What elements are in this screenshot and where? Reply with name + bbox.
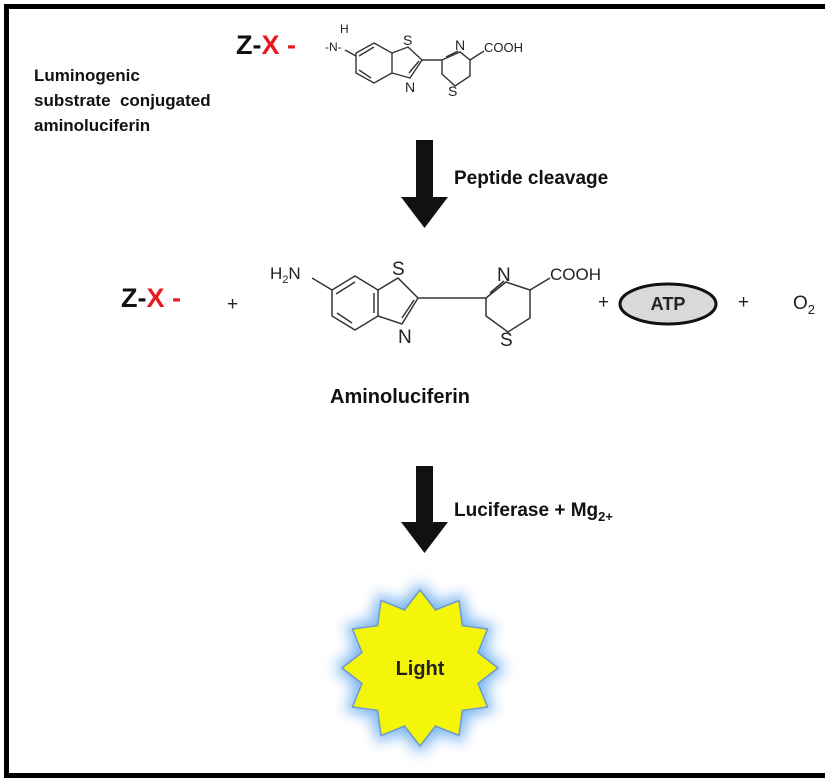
- top-thiazole-double-bond: [408, 60, 420, 74]
- mid-z-letter: Z: [121, 283, 138, 313]
- mid-benzene-ring: [331, 275, 379, 331]
- luciferase-label-sub: 2+: [598, 508, 613, 524]
- mid-n-atom-1: N: [398, 327, 412, 348]
- mid-cooh-bond: [529, 277, 551, 291]
- aminoluciferin-name: Aminoluciferin: [330, 386, 471, 408]
- top-thiazoline-ring: [441, 51, 471, 87]
- arrow-luciferase: [401, 466, 448, 553]
- plus-sign-2: +: [598, 292, 610, 313]
- mid-thiazole-ring: [377, 277, 419, 325]
- substrate-label-line3: aminoluciferin: [34, 116, 151, 135]
- mid-s-atom-2: S: [500, 330, 513, 351]
- mid-cooh-group: COOH: [550, 265, 601, 284]
- plus-sign-3: +: [738, 292, 750, 313]
- mid-molecule-structure: [311, 275, 551, 333]
- plus-sign-1: +: [227, 294, 239, 315]
- top-nh-bond: [344, 49, 357, 57]
- top-n-atom-1: N: [405, 79, 415, 95]
- top-x-letter: X: [261, 30, 280, 60]
- top-thiazoline-double-bond: [445, 50, 459, 58]
- mid-z-hyphen: -: [137, 283, 147, 313]
- top-molecule-structure: [344, 42, 485, 87]
- light-burst: [340, 588, 500, 748]
- oxygen-label: O2: [793, 293, 815, 317]
- mid-benzene-inner-bond-1: [335, 281, 356, 295]
- peptide-cleavage-label: Peptide cleavage: [454, 168, 609, 189]
- top-benzene-inner-bond-1: [358, 46, 375, 57]
- top-z-hyphen: -: [252, 30, 262, 60]
- mid-x-letter: X: [146, 283, 165, 313]
- mid-h2n-group: H2N: [270, 264, 301, 286]
- top-nh-atom: -N-: [325, 40, 342, 54]
- top-cooh-bond: [469, 50, 485, 61]
- top-h-atom: H: [340, 22, 349, 36]
- top-s-atom-2: S: [448, 83, 457, 99]
- oxygen-main: O: [793, 293, 808, 314]
- substrate-label: Luminogenic substrate conjugated aminolu…: [34, 63, 211, 138]
- mid-s-atom-1: S: [392, 259, 405, 280]
- mid-benzene-inner-bond-2: [336, 312, 353, 324]
- mid-n-atom-2: N: [497, 265, 511, 286]
- top-zx-prefix: Z-X -: [236, 30, 296, 61]
- atp-ellipse: [618, 282, 718, 326]
- mid-thiazoline-ring: [485, 281, 531, 333]
- mid-zx-prefix: Z-X -: [121, 283, 181, 314]
- substrate-label-line1: Luminogenic: [34, 66, 140, 85]
- top-x-dash: -: [287, 30, 297, 60]
- top-benzene-ring: [355, 42, 393, 84]
- mid-thiazoline-double-bond: [489, 280, 505, 294]
- top-s-atom-1: S: [403, 32, 412, 48]
- mid-x-dash: -: [172, 283, 182, 313]
- mid-thiazole-double-bond: [401, 299, 415, 319]
- luciferase-label-main: Luciferase + Mg: [454, 500, 599, 521]
- top-cooh-group: COOH: [484, 40, 523, 55]
- atp-label: ATP: [651, 294, 686, 314]
- light-label: Light: [396, 658, 445, 680]
- top-z-letter: Z: [236, 30, 253, 60]
- oxygen-subscript: 2: [807, 301, 816, 317]
- top-benzene-inner-bond-2: [358, 69, 372, 79]
- top-n-atom-2: N: [455, 37, 465, 53]
- mid-nh2-bond: [311, 277, 333, 291]
- luciferase-label: Luciferase + Mg2+: [454, 500, 613, 524]
- substrate-label-line2: substrate conjugated: [34, 91, 211, 110]
- arrow-peptide-cleavage: [401, 140, 448, 228]
